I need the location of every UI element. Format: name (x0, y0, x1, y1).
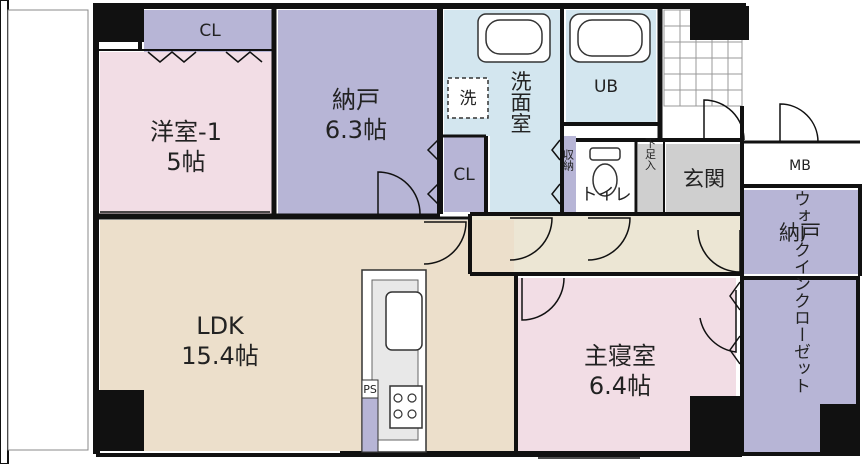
label-storage-top-name: 納戸 (332, 86, 380, 114)
room-entrance (666, 144, 742, 212)
label-ps: PS (363, 383, 377, 396)
window-marks (93, 110, 640, 459)
label-master-name: 主寝室 (584, 342, 656, 370)
label-entrance: 玄関 (683, 167, 725, 191)
washer-pan (447, 77, 489, 119)
bathtub (569, 13, 651, 63)
label-storage-top-size: 6.3帖 (325, 116, 387, 144)
room-hall (470, 216, 742, 272)
label-western1-name: 洋室-1 (150, 118, 222, 146)
room-storage-right (744, 190, 858, 274)
label-toilet: トイレ (581, 185, 632, 205)
label-western1-size: 5帖 (166, 148, 205, 176)
label-ub: UB (594, 77, 618, 97)
room-shoe (638, 144, 664, 212)
room-wash-lower (490, 136, 560, 212)
room-storage-top (278, 10, 438, 214)
doors (377, 99, 819, 353)
label-wic: ウォークインクローゼット (790, 190, 810, 394)
room-mb (744, 146, 858, 184)
wall-blocks (96, 6, 858, 454)
label-shoe: 下足入 (644, 138, 657, 171)
label-ldk-size: 15.4帖 (181, 342, 258, 370)
closet-door-marks (147, 51, 741, 365)
room-western1 (100, 52, 272, 214)
label-storage-small: 収納 (562, 149, 575, 172)
label-wash: 洗面室 (508, 71, 532, 134)
room-cl-mid (444, 136, 484, 212)
walls (93, 3, 862, 457)
wash-basin (477, 13, 551, 63)
room-ldk (100, 220, 514, 452)
label-mb: MB (789, 158, 811, 174)
label-washer: 洗 (460, 89, 477, 109)
label-cl-mid: CL (453, 165, 475, 185)
label-cl-top: CL (199, 21, 221, 41)
label-storage-right: 納戸 (779, 221, 821, 245)
label-master-size: 6.4帖 (589, 372, 651, 400)
kitchen-counter (361, 269, 427, 453)
toilet-fixture (589, 147, 621, 197)
label-ldk-name: LDK (196, 312, 245, 340)
room-cl-top (144, 10, 272, 52)
balcony (0, 0, 9, 464)
